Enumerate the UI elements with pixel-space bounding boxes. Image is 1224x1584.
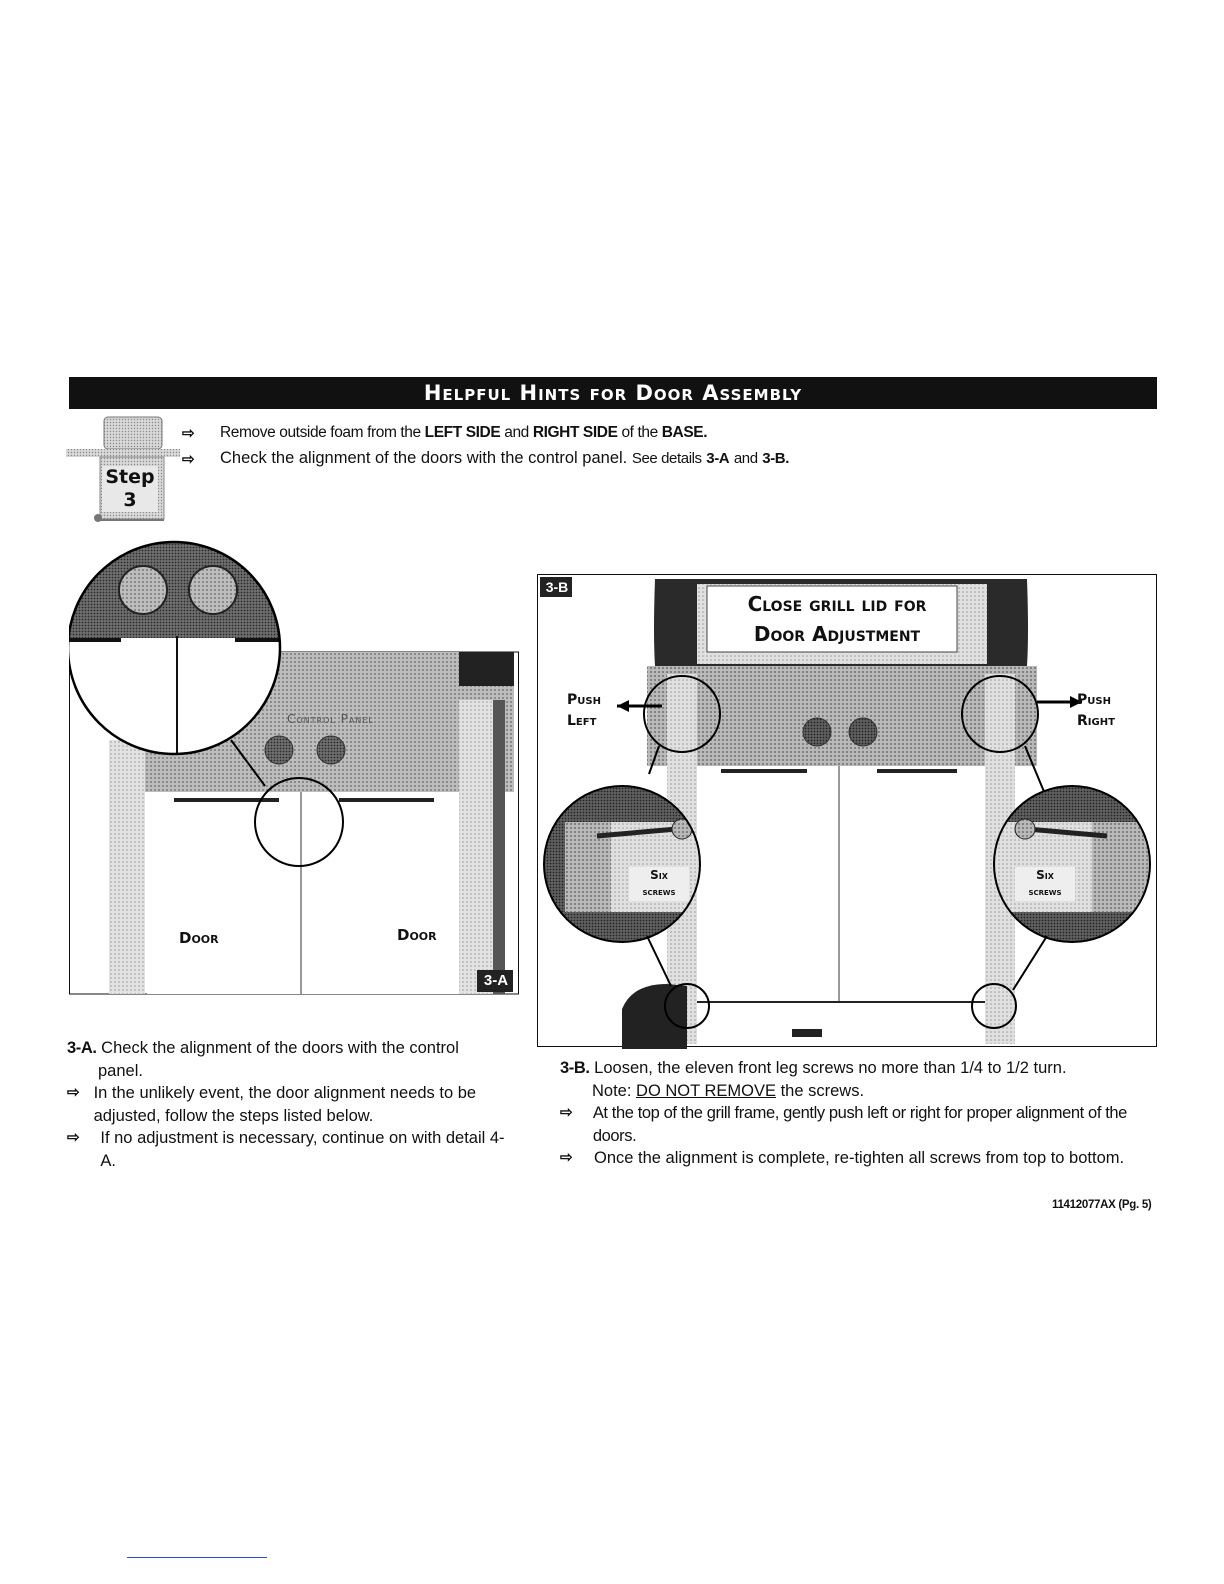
six-screws-left: Six screws xyxy=(629,867,689,901)
step-word: Step xyxy=(105,466,155,488)
note-rest: the screws. xyxy=(780,1081,865,1100)
detail-3b-intro: 3-B. Loosen, the eleven front leg screws… xyxy=(560,1057,1140,1080)
banner-title: Helpful Hints for Door Assembly xyxy=(423,381,803,405)
close-lid-banner: Close grill lid for Door Adjustment xyxy=(712,589,962,649)
detail-3a-bullet-2-pre: If no adjustment is necessary, continue … xyxy=(100,1129,486,1147)
hint-line-1: ⇨ Remove outside foam from the LEFT SIDE… xyxy=(182,424,708,442)
hint-line-2: ⇨ Check the alignment of the doors with … xyxy=(182,449,789,468)
detail-3b-bullet-2: ⇨ Once the alignment is complete, re-tig… xyxy=(560,1147,1140,1170)
screws-left: screws xyxy=(642,887,676,898)
detail-3b-body: Loosen, the eleven front leg screws no m… xyxy=(594,1059,1067,1077)
diagram-3b: 3-B Close grill lid for Door Adjustment … xyxy=(537,574,1157,1049)
screws-right: screws xyxy=(1028,887,1062,898)
step-label: Step 3 xyxy=(102,466,158,512)
page-code: 11412077AX (Pg. 5) xyxy=(1052,1199,1152,1211)
outline-right-arrow-icon: ⇨ xyxy=(560,1149,573,1166)
note-label: Note: xyxy=(592,1081,632,1100)
hint1-text-b: and xyxy=(504,424,529,441)
badge-3b: 3-B xyxy=(545,579,569,595)
hint1-left-side: LEFT SIDE xyxy=(424,424,501,441)
hint1-right-side: RIGHT SIDE xyxy=(532,424,618,441)
six-left: Six xyxy=(650,868,668,882)
hint-text-1: Remove outside foam from the LEFT SIDE a… xyxy=(220,424,708,442)
outline-right-arrow-icon: ⇨ xyxy=(67,1084,80,1101)
six-right: Six xyxy=(1036,868,1054,882)
outline-right-arrow-icon: ⇨ xyxy=(67,1129,80,1146)
push-right-word: Push xyxy=(1077,692,1111,708)
hint1-base: BASE. xyxy=(661,424,708,441)
hint-text-2: Check the alignment of the doors with th… xyxy=(220,449,789,468)
detail-3a-intro: 3-A. Check the alignment of the doors wi… xyxy=(67,1037,507,1082)
control-panel-label: Control Panel xyxy=(287,712,374,726)
note-emphasis: DO NOT REMOVE xyxy=(636,1081,776,1100)
detail-3a-id: 3-A. xyxy=(67,1039,97,1057)
close-lid-line1: Close grill lid for xyxy=(747,592,927,616)
diagram-3a-figure xyxy=(69,540,519,995)
outline-right-arrow-icon: ⇨ xyxy=(560,1104,573,1121)
detail-3b-bullet-1: ⇨ At the top of the grill frame, gently … xyxy=(560,1102,1140,1147)
hint2-text-a: Check the alignment of the doors with th… xyxy=(220,449,628,467)
detail-3b-id: 3-B. xyxy=(560,1059,590,1077)
detail-3a-text: 3-A. Check the alignment of the doors wi… xyxy=(67,1037,507,1172)
detail-3a-body: Check the alignment of the doors with th… xyxy=(98,1039,459,1080)
push-left-word: Push xyxy=(567,692,601,708)
door-right-label: Door xyxy=(397,926,437,944)
detail-3b-text: 3-B. Loosen, the eleven front leg screws… xyxy=(560,1057,1140,1170)
detail-3a-bullet-2-text: If no adjustment is necessary, continue … xyxy=(100,1127,507,1172)
section-banner: Helpful Hints for Door Assembly xyxy=(69,377,1157,409)
detail-3b-note: Note: DO NOT REMOVE the screws. xyxy=(560,1080,1140,1103)
badge-3a: 3-A xyxy=(483,972,509,989)
push-left-label: Push Left xyxy=(567,690,601,732)
detail-3b-bullet-2-text: Once the alignment is complete, re-tight… xyxy=(594,1149,1125,1167)
diagram-3a: Control Panel Door Door 3-A xyxy=(69,540,519,995)
hint1-text-c: of the xyxy=(621,424,658,441)
detail-3a-bullet-2-ref: 4-A. xyxy=(100,1129,505,1170)
six-screws-right: Six screws xyxy=(1015,867,1075,901)
hint1-text-a: Remove outside foam from the xyxy=(220,424,421,441)
footnote-rule xyxy=(127,1557,267,1558)
step-number: 3 xyxy=(123,489,137,511)
outline-right-arrow-icon: ⇨ xyxy=(182,425,195,442)
diagram-3b-figure xyxy=(537,574,1157,1049)
outline-right-arrow-icon: ⇨ xyxy=(182,450,195,468)
push-right-label: Push Right xyxy=(1077,690,1115,732)
detail-3a-bullet-2: ⇨ If no adjustment is necessary, continu… xyxy=(67,1127,507,1172)
detail-3a-bullet-1-text: In the unlikely event, the door alignmen… xyxy=(93,1084,477,1125)
hint2-and: and xyxy=(733,450,758,467)
close-lid-line2: Door Adjustment xyxy=(753,622,921,646)
left-word: Left xyxy=(567,713,597,729)
door-left-label: Door xyxy=(179,929,219,947)
hint2-see: See details xyxy=(631,450,702,467)
detail-3a-bullet-1: ⇨ In the unlikely event, the door alignm… xyxy=(67,1082,507,1127)
detail-3b-bullet-1-text: At the top of the grill frame, gently pu… xyxy=(592,1104,1128,1145)
right-word: Right xyxy=(1077,713,1115,729)
hint2-ref-b: 3-B. xyxy=(762,450,790,467)
hint2-ref-a: 3-A xyxy=(706,450,730,467)
